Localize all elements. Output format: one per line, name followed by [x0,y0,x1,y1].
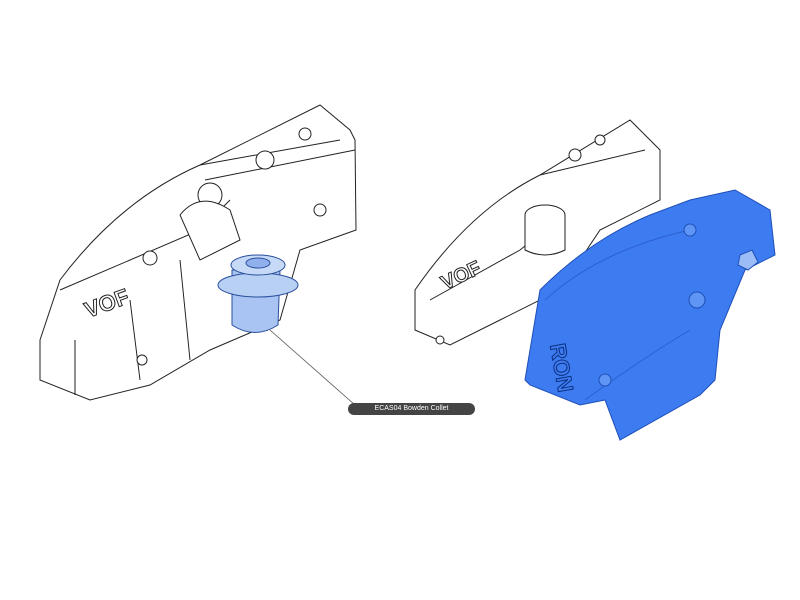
callout-leader-line [269,329,356,406]
left-carriage-body [39,104,357,401]
bowden-collet [217,254,299,333]
right-carriage-body [414,119,661,346]
collet-callout-label: ECAS04 Bowden Collet [348,403,475,415]
highlighted-part [524,189,776,441]
